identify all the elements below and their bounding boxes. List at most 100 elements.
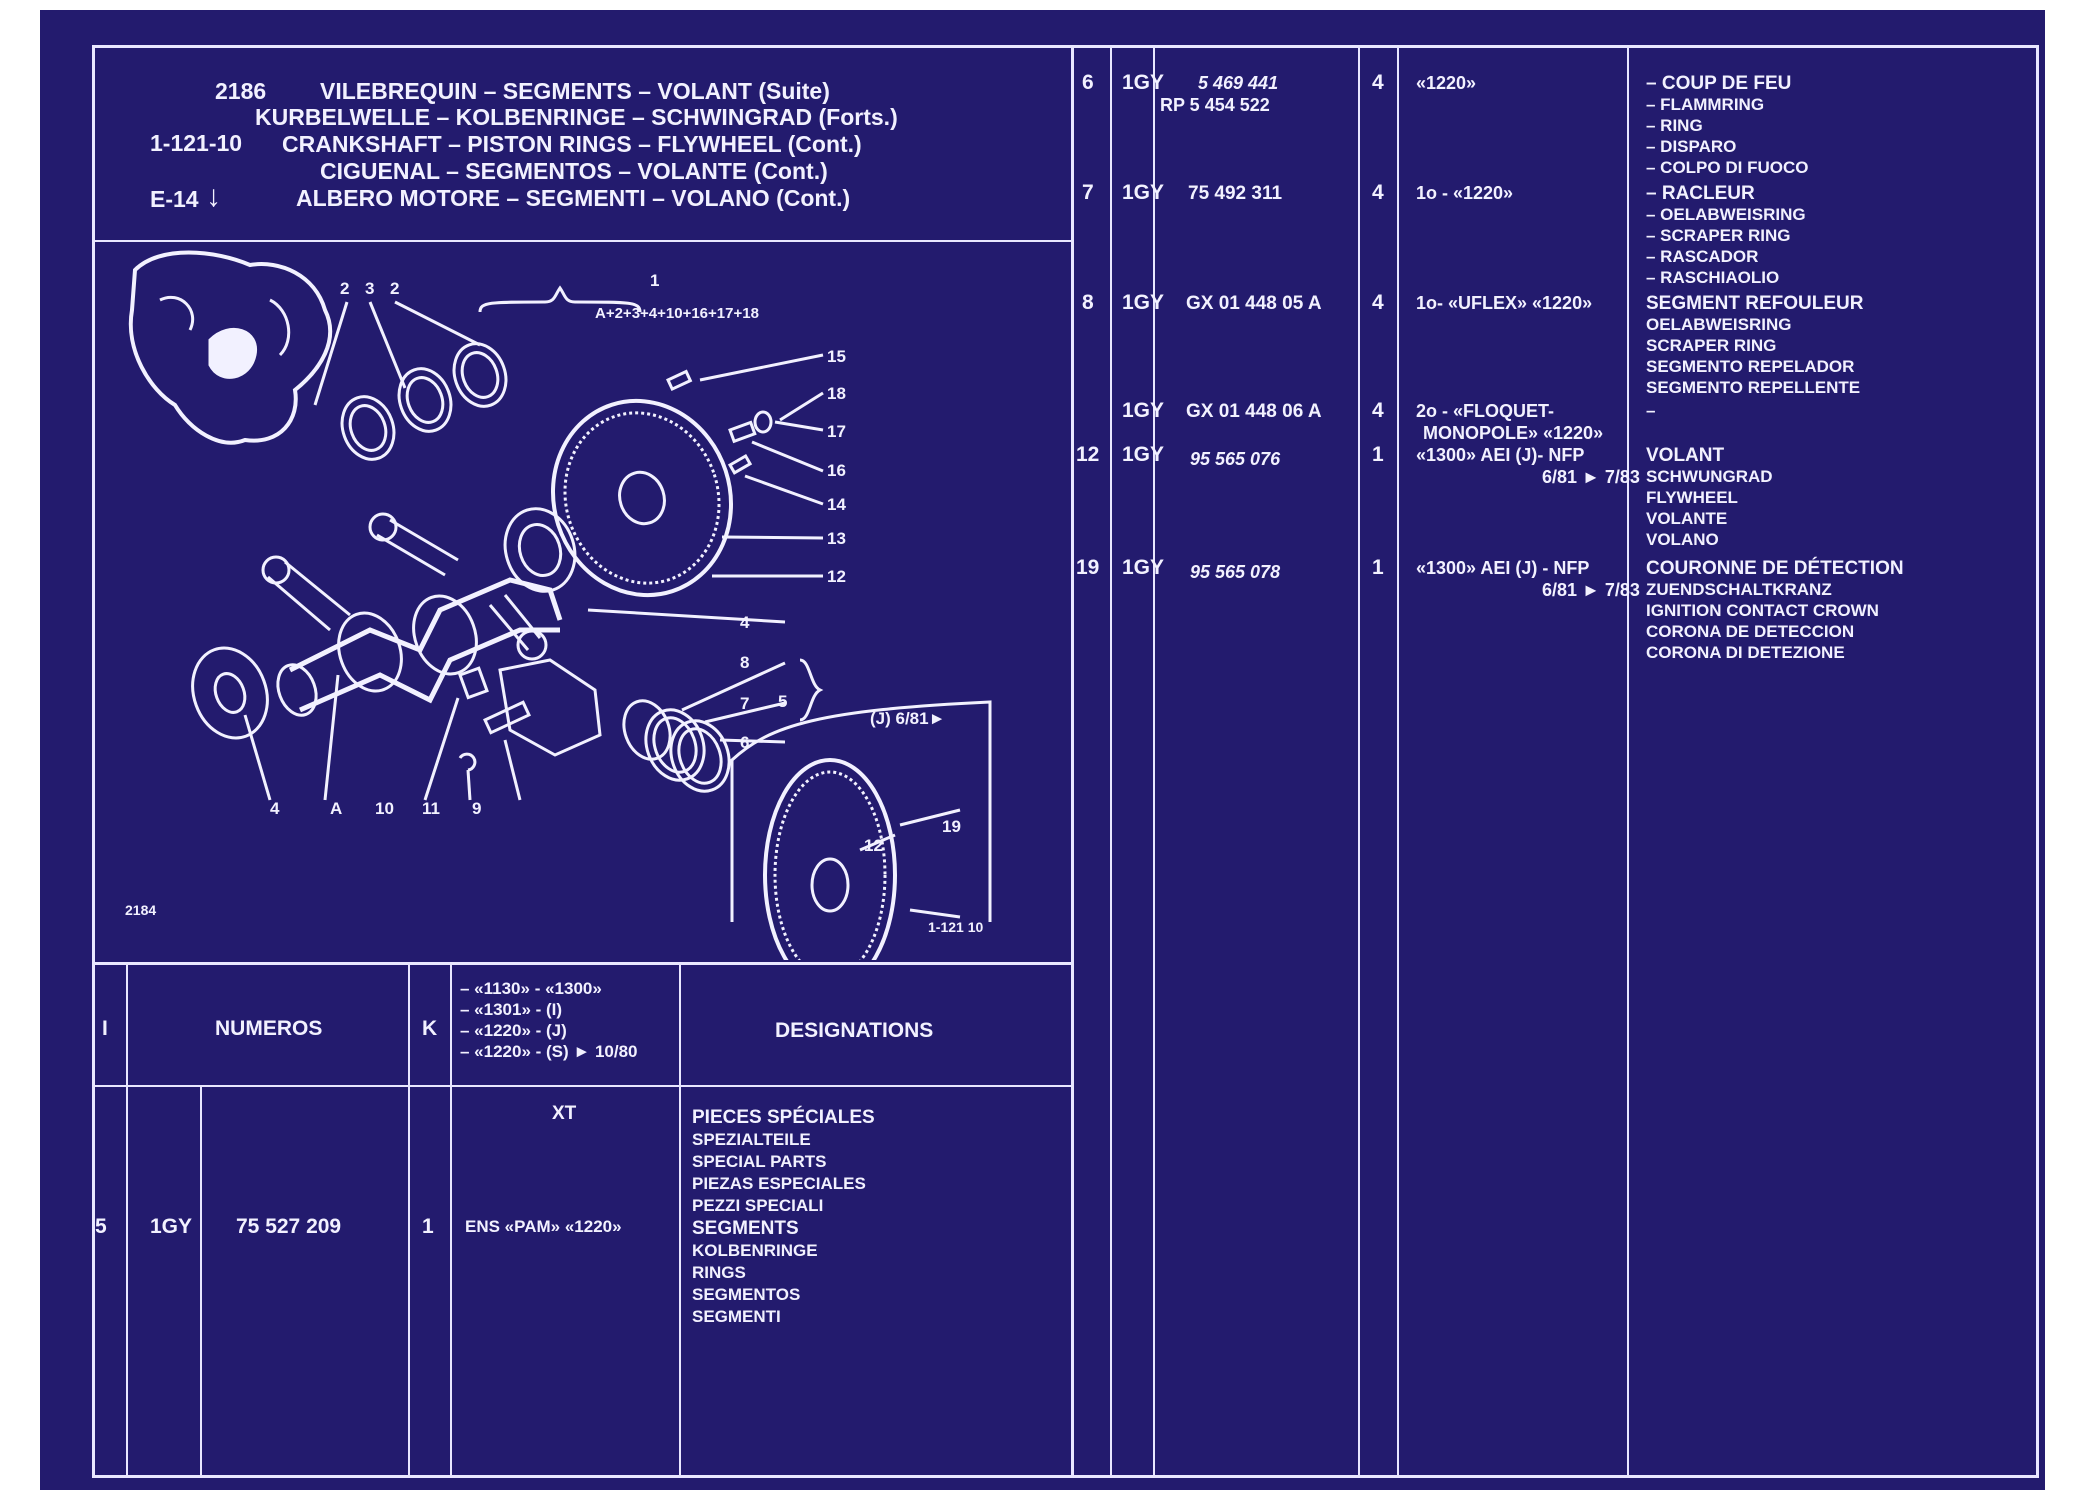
row7-qty: 4 bbox=[1372, 181, 1384, 204]
rcol-line-2 bbox=[1153, 45, 1155, 1478]
row5-designation-2: SPEZIALTEILE bbox=[692, 1130, 811, 1149]
rule-table-top bbox=[92, 962, 1074, 965]
row-floquet-code: 1GY bbox=[1122, 399, 1165, 422]
callout-15: 15 bbox=[827, 347, 846, 366]
callout-group-number: 1 bbox=[650, 271, 660, 290]
row-floquet-qty: 4 bbox=[1372, 399, 1384, 422]
frame-bottom bbox=[92, 1475, 2039, 1478]
row7-designations: – RACLEUR – OELABWEISRING – SCRAPER RING… bbox=[1646, 184, 1806, 290]
callout-12: 12 bbox=[827, 567, 846, 586]
callout-17: 17 bbox=[827, 422, 846, 441]
row19-index: 19 bbox=[1076, 556, 1100, 579]
parts-catalog-sheet: 2186 1-121-10 E-14 ↓ VILEBREQUIN – SEGME… bbox=[40, 10, 2045, 1490]
callout-4-right: 4 bbox=[740, 613, 750, 632]
row7-variant: 1o - «1220» bbox=[1416, 183, 1514, 203]
inset-callout-19: 19 bbox=[942, 817, 961, 836]
row6-designation-1: – COUP DE FEU bbox=[1646, 73, 1792, 94]
callout-14: 14 bbox=[827, 495, 846, 514]
callout-13: 13 bbox=[827, 529, 846, 548]
row8-code: 1GY bbox=[1122, 291, 1165, 314]
frame-right bbox=[2036, 45, 2039, 1478]
callout-18: 18 bbox=[827, 384, 846, 403]
row12-code: 1GY bbox=[1122, 443, 1165, 466]
row5-designation-3: SPECIAL PARTS bbox=[692, 1152, 827, 1171]
row5-qty: 1 bbox=[422, 1215, 434, 1238]
row19-designation-5: CORONA DI DETEZIONE bbox=[1646, 643, 1845, 662]
row7-designation-2: – OELABWEISRING bbox=[1646, 205, 1806, 224]
row5-designation-10: SEGMENTI bbox=[692, 1307, 781, 1326]
callout-5: 5 bbox=[778, 692, 788, 711]
row6-designation-2: – FLAMMRING bbox=[1646, 95, 1765, 114]
row5-designation-6: SEGMENTS bbox=[692, 1218, 799, 1239]
callout-16: 16 bbox=[827, 461, 846, 480]
row6-designation-3: – RING bbox=[1646, 116, 1703, 135]
row5-designation-9: SEGMENTOS bbox=[692, 1285, 801, 1304]
row7-designation-5: – RASCHIAOLIO bbox=[1646, 268, 1780, 287]
rcol-line-1 bbox=[1110, 45, 1112, 1478]
row5-designation-4: PIEZAS ESPECIALES bbox=[692, 1174, 866, 1193]
row-floquet-designation-1: – bbox=[1646, 401, 1656, 420]
row8-designation-5: SEGMENTO REPELLENTE bbox=[1646, 378, 1861, 397]
row7-number: 75 492 311 bbox=[1188, 183, 1283, 204]
col-line-2 bbox=[200, 1085, 202, 1478]
row12-variant-2: 6/81 ► 7/83 bbox=[1542, 467, 1640, 487]
row12-designation-3: FLYWHEEL bbox=[1646, 488, 1738, 507]
row12-designation-4: VOLANTE bbox=[1646, 509, 1728, 528]
ref-e: E-14 bbox=[150, 186, 199, 212]
title-es: CIGUENAL – SEGMENTOS – VOLANTE (Cont.) bbox=[320, 158, 828, 184]
row5-designation-7: KOLBENRINGE bbox=[692, 1241, 818, 1260]
row8-variant: 1o- «UFLEX» «1220» bbox=[1416, 293, 1593, 313]
callout-7: 7 bbox=[740, 694, 750, 713]
variant-header-2: – «1301» - (I) bbox=[460, 1000, 563, 1019]
row5-designations: PIECES SPÉCIALES SPEZIALTEILE SPECIAL PA… bbox=[692, 1108, 875, 1330]
callout-6: 6 bbox=[740, 733, 750, 752]
figure-number: 2184 bbox=[125, 902, 157, 918]
row5-designation-1: PIECES SPÉCIALES bbox=[692, 1107, 875, 1128]
row7-code: 1GY bbox=[1122, 181, 1165, 204]
row7-designation-4: – RASCADOR bbox=[1646, 247, 1759, 266]
callout-A: A bbox=[330, 799, 343, 818]
row5-code: 1GY bbox=[150, 1215, 193, 1238]
row19-code: 1GY bbox=[1122, 556, 1165, 579]
rule-header-bottom bbox=[92, 240, 1074, 242]
title-it: ALBERO MOTORE – SEGMENTI – VOLANO (Cont.… bbox=[296, 185, 851, 211]
col-line-3 bbox=[408, 962, 410, 1478]
row19-designation-4: CORONA DE DETECCION bbox=[1646, 622, 1855, 641]
row12-designation-2: SCHWUNGRAD bbox=[1646, 467, 1773, 486]
row12-number: 95 565 076 bbox=[1190, 449, 1281, 469]
variant-header-4: – «1220» - (S) ► 10/80 bbox=[460, 1042, 638, 1061]
title-de: KURBELWELLE – KOLBENRINGE – SCHWINGRAD (… bbox=[255, 104, 898, 130]
rcol-line-3 bbox=[1358, 45, 1360, 1478]
row19-designations: COURONNE DE DÉTECTION ZUENDSCHALTKRANZ I… bbox=[1646, 559, 1904, 665]
row8-designation-3: SCRAPER RING bbox=[1646, 336, 1777, 355]
row-floquet-variant: 2o - «FLOQUET- bbox=[1416, 401, 1555, 421]
row19-qty: 1 bbox=[1372, 556, 1384, 579]
row12-qty: 1 bbox=[1372, 443, 1384, 466]
exploded-view-diagram bbox=[128, 250, 992, 960]
row19-designation-2: ZUENDSCHALTKRANZ bbox=[1646, 580, 1832, 599]
rcol-line-4 bbox=[1397, 45, 1399, 1478]
row5-number: 75 527 209 bbox=[236, 1215, 342, 1238]
title-en: CRANKSHAFT – PISTON RINGS – FLYWHEEL (Co… bbox=[282, 131, 862, 157]
row12-designation-1: VOLANT bbox=[1646, 445, 1725, 466]
row5-designation-8: RINGS bbox=[692, 1263, 746, 1282]
row-floquet-variant-2: MONOPOLE» «1220» bbox=[1423, 423, 1604, 443]
row-floquet-number: GX 01 448 06 A bbox=[1186, 401, 1322, 422]
row5-index: 5 bbox=[95, 1215, 107, 1238]
row19-variant-2: 6/81 ► 7/83 bbox=[1542, 580, 1640, 600]
callout-3: 3 bbox=[365, 279, 375, 298]
callout-11: 11 bbox=[422, 799, 440, 818]
row6-designations: – COUP DE FEU – FLAMMRING – RING – DISPA… bbox=[1646, 74, 1808, 180]
col-line-4 bbox=[450, 962, 452, 1478]
row8-number: GX 01 448 05 A bbox=[1186, 293, 1322, 314]
row6-variant: «1220» bbox=[1416, 73, 1477, 93]
row6-designation-5: – COLPO DI FUOCO bbox=[1646, 158, 1809, 177]
callout-2a: 2 bbox=[340, 279, 350, 298]
frame-left bbox=[92, 45, 95, 1478]
row6-number: 5 469 441 bbox=[1198, 73, 1279, 93]
callout-4-bottom: 4 bbox=[270, 799, 280, 818]
row7-designation-1: – RACLEUR bbox=[1646, 183, 1755, 204]
callout-2b: 2 bbox=[390, 279, 400, 298]
callout-9: 9 bbox=[472, 799, 482, 818]
row5-variant: ENS «PAM» «1220» bbox=[465, 1217, 622, 1236]
